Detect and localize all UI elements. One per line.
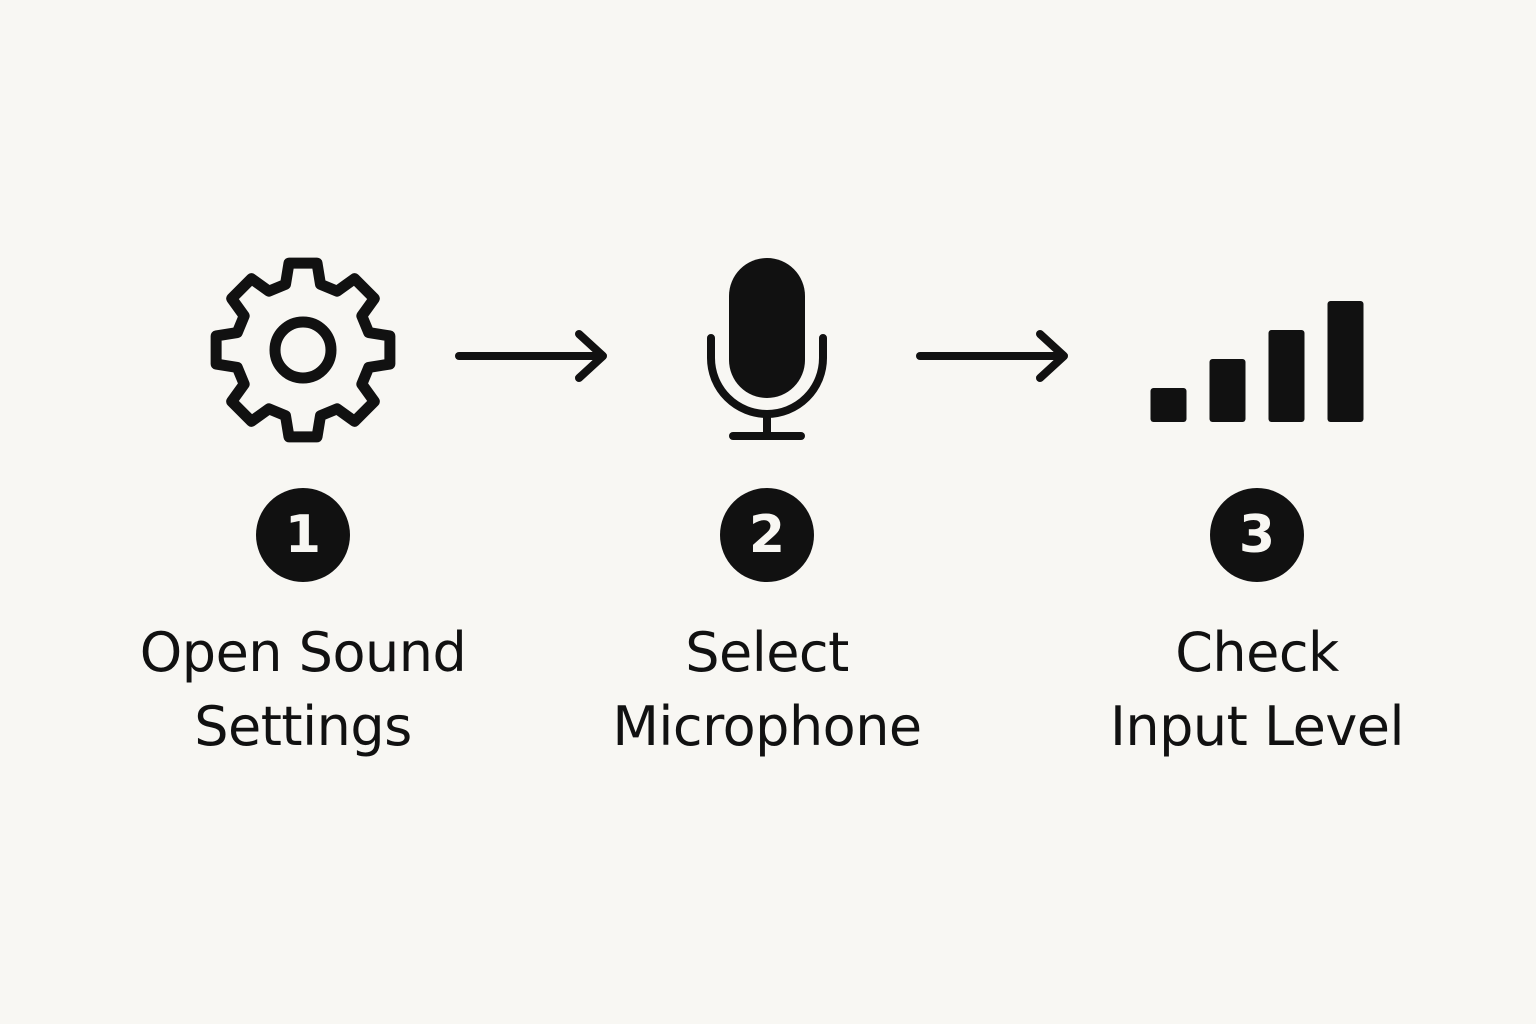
signal-bars-icon bbox=[1150, 301, 1364, 422]
step-select-microphone: 2 Select Microphone bbox=[557, 0, 977, 1024]
step-label-line: Settings bbox=[194, 695, 412, 758]
level-bar bbox=[1327, 301, 1364, 422]
level-bar bbox=[1268, 330, 1305, 422]
step-open-sound-settings: 1 Open Sound Settings bbox=[93, 0, 513, 1024]
arrow-right-icon bbox=[916, 330, 1068, 382]
level-bar bbox=[1150, 388, 1187, 422]
microphone-icon bbox=[707, 258, 827, 440]
step-check-input-level: 3 Check Input Level bbox=[1047, 0, 1467, 1024]
step-label-line: Microphone bbox=[612, 695, 922, 758]
gear-icon bbox=[210, 257, 396, 443]
step-label: Select Microphone bbox=[557, 616, 977, 764]
step-number-badge: 3 bbox=[1210, 488, 1304, 582]
step-number-badge: 2 bbox=[720, 488, 814, 582]
arrow-right-icon bbox=[455, 330, 607, 382]
step-label-line: Select bbox=[685, 621, 849, 684]
step-label: Open Sound Settings bbox=[93, 616, 513, 764]
step-label: Check Input Level bbox=[1047, 616, 1467, 764]
step-number-badge: 1 bbox=[256, 488, 350, 582]
level-bar bbox=[1209, 359, 1246, 422]
step-label-line: Input Level bbox=[1109, 695, 1405, 758]
step-label-line: Open Sound bbox=[139, 621, 467, 684]
step-label-line: Check bbox=[1175, 621, 1339, 684]
